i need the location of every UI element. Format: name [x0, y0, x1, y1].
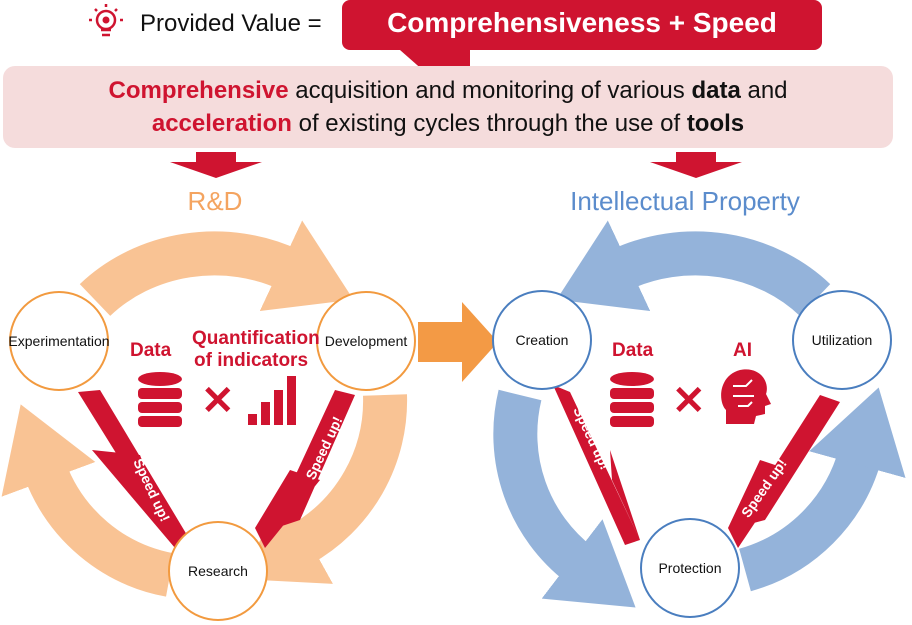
down-arrow-rnd: [170, 152, 262, 178]
database-icon: [138, 372, 182, 427]
node-creation: Creation: [492, 290, 592, 390]
metric-label-2: of indicators: [194, 350, 309, 371]
rnd-title: R&D: [187, 186, 243, 216]
cycle-arrow-right-ip: [738, 387, 906, 592]
speed-wedge-rnd-left: [78, 390, 190, 548]
text: of existing cycles through the use of: [291, 110, 687, 137]
speed-wedge-rnd-right: [255, 390, 355, 548]
speed-wedge-ip-right: [728, 395, 840, 548]
node-experimentation: Experimentation: [8, 291, 110, 391]
cycle-arrow-top-ip: [556, 220, 831, 317]
node-utilization: Utilization: [792, 290, 892, 390]
bold: tools: [686, 110, 745, 137]
summary-box: Comprehensive acquisition and monitoring…: [3, 66, 893, 148]
database-icon: [610, 372, 654, 427]
value-banner: Comprehensiveness + Speed: [342, 0, 822, 50]
ip-title: Intellectual Property: [570, 186, 800, 216]
cycle-arrow-right-rnd: [238, 394, 408, 584]
metric-label-1: Quantification: [192, 328, 320, 349]
provided-value-label: Provided Value =: [140, 10, 322, 37]
node-development: Development: [316, 291, 416, 391]
node-research: Research: [168, 521, 268, 621]
cycle-arrow-left-ip: [493, 389, 636, 608]
down-arrow-ip: [650, 152, 742, 178]
text: and: [740, 77, 788, 104]
ai-label: AI: [733, 340, 752, 361]
node-protection: Protection: [640, 518, 740, 618]
lightbulb-gear-icon: [89, 4, 123, 37]
times-icon: ✕: [201, 379, 235, 423]
bold: data: [691, 77, 741, 104]
connect-arrow: [418, 302, 498, 382]
text: acquisition and monitoring of various: [288, 77, 692, 104]
highlight: acceleration: [151, 110, 292, 137]
cycle-arrow-top-rnd: [79, 220, 354, 317]
cycle-arrow-left-rnd: [1, 404, 175, 597]
ai-head-icon: [721, 369, 771, 424]
times-icon: ✕: [672, 379, 706, 423]
ip-data-label: Data: [612, 340, 654, 361]
speed-wedge-ip-left: [553, 385, 640, 545]
bar-chart-icon: [248, 376, 296, 425]
rnd-data-label: Data: [130, 340, 172, 361]
highlight: Comprehensive: [108, 77, 289, 104]
